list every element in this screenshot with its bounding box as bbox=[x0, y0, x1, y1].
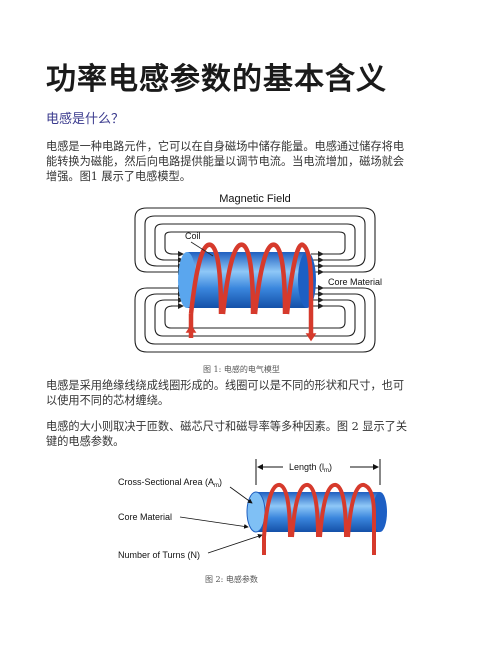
length-dimension bbox=[255, 459, 381, 485]
paragraph-line: 电感是采用绝缘线绕成线圈形成的。线圈可以是不同的形状和尺寸，也可 bbox=[46, 379, 405, 392]
coil-winding bbox=[262, 483, 376, 555]
paragraph-line: 电感是一种电路元件，它可以在自身磁场中储存能量。电感通过储存将电 bbox=[46, 140, 405, 153]
cross-sectional-area-label: Cross-Sectional Area (Am) bbox=[118, 477, 222, 489]
figure-caption: 图 1: 电感的电气模型 bbox=[203, 365, 280, 374]
coil-label: Coil bbox=[185, 231, 201, 241]
field-lines bbox=[134, 207, 376, 353]
paragraph-line: 能转换为磁能，然后向电路提供能量以调节电流。当电流增加，磁场就会 bbox=[46, 155, 405, 168]
paragraph-line: 以使用不同的芯材缠绕。 bbox=[46, 394, 170, 407]
inductor-model-figure: Magnetic Field bbox=[134, 193, 382, 353]
core-material-label: Core Material bbox=[118, 512, 172, 522]
coil-winding bbox=[188, 242, 314, 338]
paragraph-line: 键的电感参数。 bbox=[46, 435, 125, 448]
section-heading: 电感是什么？ bbox=[46, 112, 125, 127]
length-label: Length (lm) bbox=[289, 462, 332, 474]
inductor-parameters-figure: Length (lm) Cross-Sectional Area (Am) Co… bbox=[118, 459, 387, 560]
core-material-label: Core Material bbox=[328, 277, 382, 287]
current-arrows bbox=[185, 324, 317, 342]
page-title: 功率电感参数的基本含义 bbox=[46, 62, 387, 97]
number-of-turns-label: Number of Turns (N) bbox=[118, 550, 200, 560]
magnetic-field-label: Magnetic Field bbox=[219, 193, 291, 205]
figure-caption: 图 2: 电感参数 bbox=[205, 575, 258, 584]
paragraph-line: 增强。图1 展示了电感模型。 bbox=[46, 170, 191, 183]
paragraph-line: 电感的大小则取决于匝数、磁芯尺寸和磁导率等多种因素。图 2 显示了关 bbox=[46, 420, 408, 433]
